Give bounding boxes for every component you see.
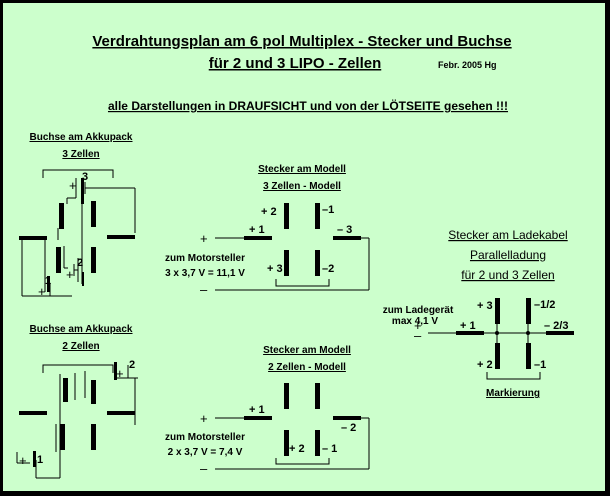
buchse2-cell-1: 1 xyxy=(37,454,43,466)
ladekabel-cells: für 2 und 3 Zellen xyxy=(461,268,554,282)
buchse2-title: Buchse am Akkupack xyxy=(29,324,132,335)
stecker3-pin-minus1: –1 xyxy=(322,204,334,216)
stecker2-pin-minus2: – 2 xyxy=(341,422,356,434)
stecker-3-zellen: Stecker am Modell 3 Zellen - Modell + 2 … xyxy=(165,164,370,297)
buchse2-subtitle: 2 Zellen xyxy=(62,341,99,352)
stecker3-plus: + xyxy=(200,231,208,246)
stecker3-motor-voltage: 3 x 3,7 V = 11,1 V xyxy=(165,268,245,279)
stecker3-pin-plus2: + 2 xyxy=(261,206,277,218)
stecker2-motor-voltage: 2 x 3,7 V = 7,4 V xyxy=(168,447,243,458)
view-note: alle Darstellungen in DRAUFSICHT und von… xyxy=(108,98,508,113)
buchse3-cell-1: 1 xyxy=(45,275,51,287)
page-subtitle: für 2 und 3 LIPO - Zellen xyxy=(209,55,382,72)
page-title: Verdrahtungsplan am 6 pol Multiplex - St… xyxy=(92,33,511,50)
buchse-3-zellen: Buchse am Akkupack 3 Zellen xyxy=(19,132,136,299)
buchse-2-zellen: Buchse am Akkupack 2 Zellen 2 xyxy=(16,324,138,479)
ladekabel-charger-voltage: max 4,1 V xyxy=(392,316,438,327)
ladekabel-pin-plus2: + 2 xyxy=(477,359,493,371)
stecker3-pin-plus3: + 3 xyxy=(267,263,283,275)
stecker3-minus: – xyxy=(200,282,208,297)
ladekabel-charger-label: zum Ladegerät xyxy=(383,305,454,316)
stecker2-pin-plus1: + 1 xyxy=(249,404,265,416)
buchse3-plus-1: + xyxy=(38,284,46,299)
buchse3-title: Buchse am Akkupack xyxy=(29,132,132,143)
stecker2-pin-minus1: – 1 xyxy=(322,443,337,455)
buchse3-plus-2: + xyxy=(66,267,74,282)
stecker3-subtitle: 3 Zellen - Modell xyxy=(263,181,341,192)
ladekabel-parallel: Parallelladung xyxy=(470,248,546,262)
buchse3-plus-3: + xyxy=(69,178,77,193)
stecker3-motor-label: zum Motorsteller xyxy=(165,253,245,264)
ladekabel-title: Stecker am Ladekabel xyxy=(448,228,567,242)
stecker2-minus: – xyxy=(200,461,208,476)
date-author: Febr. 2005 Hg xyxy=(438,60,497,70)
buchse3-subtitle: 3 Zellen xyxy=(62,149,99,160)
stecker3-pin-minus2: –2 xyxy=(322,263,334,275)
stecker2-subtitle: 2 Zellen - Modell xyxy=(268,362,346,373)
stecker-ladekabel: Stecker am Ladekabel Parallelladung für … xyxy=(383,228,574,399)
buchse2-plus-2: + xyxy=(116,366,124,381)
stecker2-plus: + xyxy=(200,411,208,426)
buchse2-plus-1: + xyxy=(19,453,27,468)
ladekabel-minus: – xyxy=(414,328,422,343)
ladekabel-pin-minus12: –1/2 xyxy=(534,299,555,311)
stecker2-pin-plus2: + 2 xyxy=(289,443,305,455)
ladekabel-pin-minus1: –1 xyxy=(534,359,546,371)
ladekabel-pin-plus1: + 1 xyxy=(460,320,476,332)
stecker3-title: Stecker am Modell xyxy=(258,164,346,175)
buchse3-cell-3: 3 xyxy=(82,171,88,183)
stecker2-motor-label: zum Motorsteller xyxy=(165,432,245,443)
ladekabel-pin-minus23: – 2/3 xyxy=(544,320,568,332)
ladekabel-pin-plus3: + 3 xyxy=(477,300,493,312)
stecker2-title: Stecker am Modell xyxy=(263,345,351,356)
stecker3-pin-plus1: + 1 xyxy=(249,224,265,236)
stecker-2-zellen: Stecker am Modell 2 Zellen - Modell + 1 … xyxy=(165,345,370,476)
buchse3-cell-2: 2 xyxy=(77,257,83,269)
ladekabel-marking: Markierung xyxy=(486,388,540,399)
buchse2-cell-2: 2 xyxy=(129,359,135,371)
stecker3-pin-minus3: – 3 xyxy=(337,224,352,236)
ladekabel-plus: + xyxy=(414,318,422,333)
